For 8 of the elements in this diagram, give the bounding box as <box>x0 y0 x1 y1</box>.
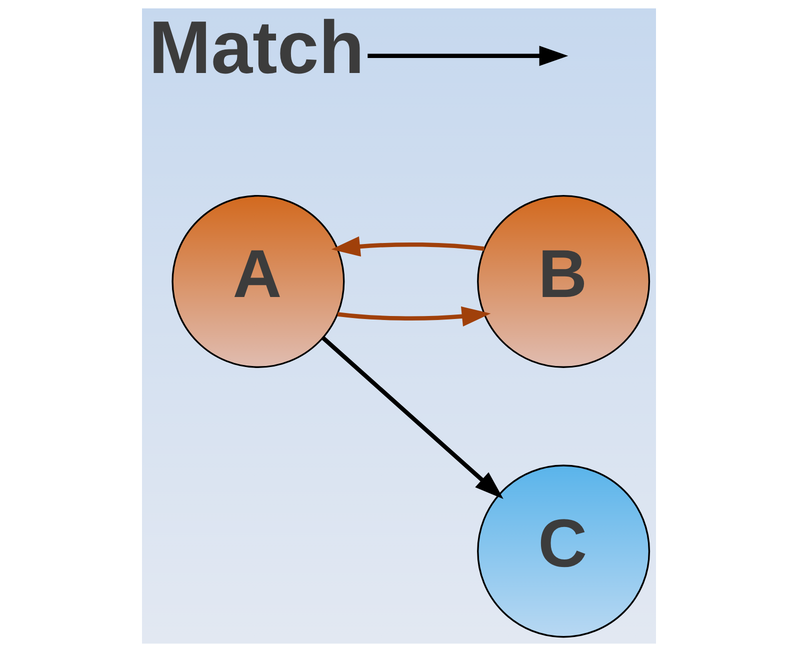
node-circle: B <box>477 194 650 368</box>
arrow <box>337 306 491 326</box>
node-circle: C <box>477 464 650 638</box>
arrow <box>368 46 568 66</box>
arrow <box>322 336 504 499</box>
arrow <box>331 236 485 257</box>
node-circle: A <box>172 194 345 368</box>
node-text: Match <box>148 5 364 90</box>
